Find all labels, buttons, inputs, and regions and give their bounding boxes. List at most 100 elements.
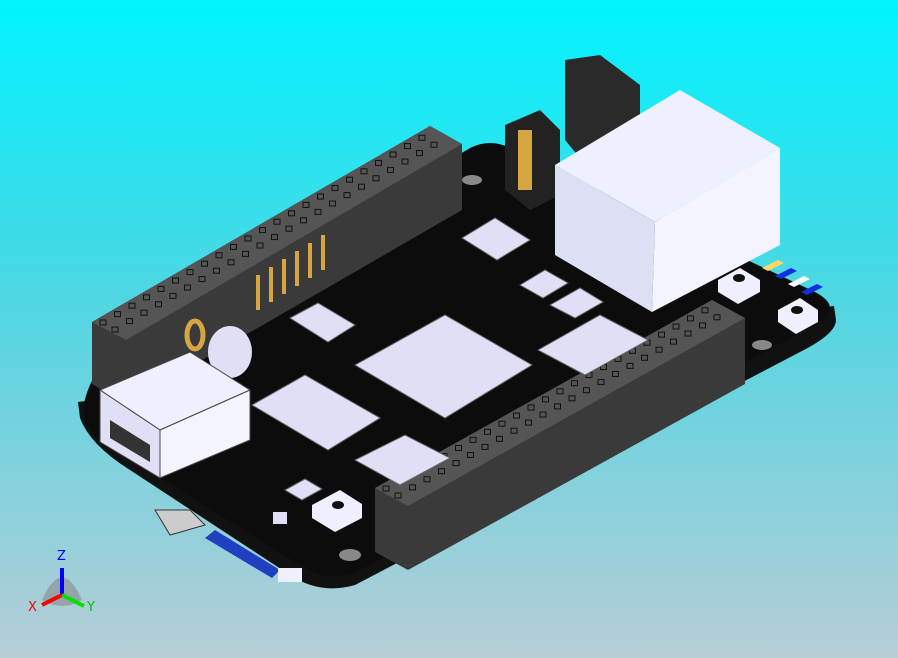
header-socket bbox=[387, 166, 394, 173]
usb-port-opening bbox=[110, 420, 150, 462]
header-socket bbox=[329, 200, 336, 207]
header-socket bbox=[215, 252, 223, 259]
header-socket bbox=[346, 176, 353, 183]
header-socket bbox=[672, 323, 680, 330]
y-axis bbox=[61, 593, 85, 608]
push-button-cap[interactable] bbox=[332, 501, 344, 509]
push-button[interactable] bbox=[312, 490, 362, 532]
header-socket bbox=[404, 143, 411, 150]
header-socket bbox=[172, 277, 179, 284]
chip bbox=[461, 217, 531, 261]
mounting-hole bbox=[462, 175, 482, 185]
header-socket bbox=[331, 185, 339, 192]
header-socket bbox=[658, 331, 665, 338]
header-socket bbox=[140, 309, 148, 316]
header-socket bbox=[626, 362, 634, 369]
header-socket bbox=[375, 159, 382, 166]
header-socket bbox=[300, 217, 307, 224]
header-socket bbox=[184, 284, 191, 291]
chip bbox=[536, 314, 650, 376]
header-socket bbox=[244, 235, 252, 242]
header-socket bbox=[360, 168, 368, 175]
micro-usb-port bbox=[154, 509, 206, 536]
sd-slot bbox=[278, 568, 302, 582]
capacitor bbox=[208, 326, 252, 378]
mounting-hole bbox=[752, 340, 772, 350]
header-socket bbox=[285, 225, 293, 232]
ethernet-jack-left bbox=[555, 165, 655, 312]
push-button-cap[interactable] bbox=[791, 306, 803, 314]
header-socket bbox=[317, 193, 324, 200]
header-socket bbox=[481, 443, 489, 450]
power-jack-contact bbox=[518, 130, 532, 190]
header-socket bbox=[496, 435, 503, 442]
header-socket bbox=[416, 150, 423, 157]
header-socket bbox=[389, 151, 397, 158]
header-socket bbox=[343, 192, 351, 199]
header-socket bbox=[111, 326, 119, 333]
header-socket bbox=[568, 395, 576, 402]
led-blue bbox=[775, 268, 797, 279]
header-socket bbox=[571, 380, 578, 387]
power-jack-front bbox=[505, 110, 560, 210]
header-socket bbox=[438, 468, 445, 475]
chip bbox=[289, 302, 356, 343]
sd-card bbox=[205, 530, 280, 578]
header-socket bbox=[128, 302, 136, 309]
header-socket bbox=[525, 419, 532, 426]
header-socket bbox=[155, 301, 162, 308]
header-socket bbox=[612, 371, 619, 377]
header-socket bbox=[227, 259, 235, 266]
header-socket bbox=[114, 311, 121, 318]
ethernet-jack-top bbox=[555, 90, 780, 222]
header-socket bbox=[655, 346, 663, 353]
crystal bbox=[184, 318, 206, 352]
push-button[interactable] bbox=[778, 298, 818, 334]
chip bbox=[519, 269, 569, 299]
header-socket bbox=[314, 208, 322, 215]
header-socket bbox=[169, 292, 177, 299]
header-socket bbox=[143, 294, 150, 301]
chip bbox=[353, 434, 452, 486]
led-yellow bbox=[762, 260, 784, 271]
ethernet-jack-right bbox=[652, 148, 780, 312]
header-socket bbox=[401, 158, 409, 165]
header-socket bbox=[423, 476, 431, 483]
axis-triad[interactable]: Z X Y bbox=[28, 549, 95, 615]
header-socket bbox=[452, 460, 460, 467]
x-axis-label: X bbox=[28, 600, 37, 615]
header-socket bbox=[372, 175, 380, 182]
header-socket bbox=[99, 319, 107, 326]
push-button-cap[interactable] bbox=[733, 274, 745, 282]
header-socket bbox=[713, 314, 721, 321]
led-white bbox=[788, 276, 810, 287]
header-socket bbox=[394, 492, 402, 499]
header-socket bbox=[597, 379, 605, 386]
header-socket bbox=[510, 427, 518, 434]
chip bbox=[283, 478, 324, 501]
header-socket bbox=[288, 210, 295, 217]
header-socket bbox=[542, 396, 549, 403]
push-button[interactable] bbox=[718, 268, 760, 304]
header-socket bbox=[157, 285, 165, 292]
header-socket bbox=[513, 412, 520, 419]
header-socket bbox=[198, 276, 206, 283]
header-socket bbox=[556, 388, 564, 395]
chip bbox=[273, 512, 287, 524]
header-socket bbox=[259, 227, 266, 234]
header-socket bbox=[687, 315, 694, 322]
gold-pin-header bbox=[256, 235, 325, 310]
header-socket bbox=[201, 260, 208, 267]
header-socket bbox=[670, 338, 677, 345]
header-socket bbox=[358, 183, 365, 190]
header-socket bbox=[467, 452, 474, 458]
chip bbox=[251, 374, 381, 451]
chip bbox=[548, 287, 604, 319]
x-axis bbox=[41, 593, 63, 607]
header-socket bbox=[256, 242, 264, 249]
header-socket bbox=[126, 318, 133, 325]
header-socket bbox=[230, 243, 237, 250]
header-socket bbox=[273, 218, 281, 225]
